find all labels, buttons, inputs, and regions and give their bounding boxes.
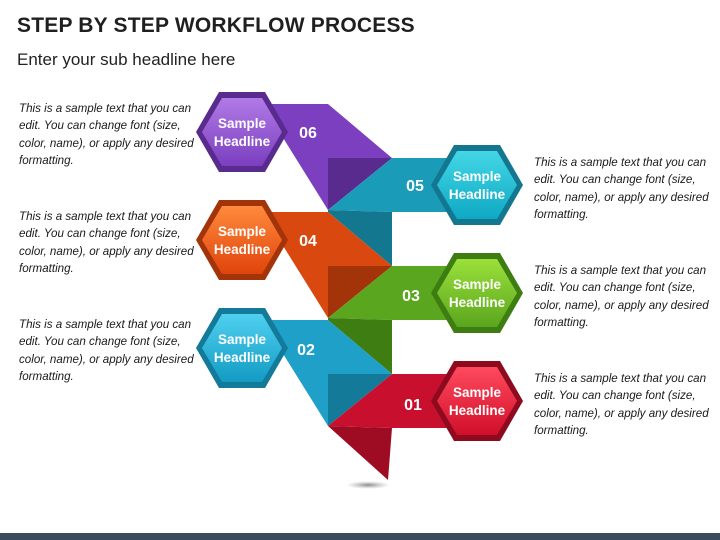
hexagon-05 (431, 145, 523, 225)
page-title: STEP BY STEP WORKFLOW PROCESS (17, 14, 415, 37)
band-03-fold (328, 318, 392, 374)
step-01-description: This is a sample text that you can edit.… (534, 372, 709, 437)
step-04-description: This is a sample text that you can edit.… (19, 210, 194, 275)
spike (328, 426, 392, 480)
band-05-fold (328, 210, 392, 266)
hexagon-06 (196, 92, 288, 172)
spike-shadow (346, 481, 390, 489)
hexagon-06-line1: Sample (218, 116, 267, 131)
hexagon-03-line1: Sample (453, 277, 502, 292)
step-number-05: 05 (406, 178, 424, 195)
hexagon-01 (431, 361, 523, 441)
band-05 (328, 158, 470, 212)
hexagon-03-line2: Headline (449, 295, 506, 310)
step-number-06: 06 (299, 125, 317, 142)
band-06 (262, 104, 392, 210)
hexagon-02 (196, 308, 288, 388)
step-number-03: 03 (402, 288, 420, 305)
band-01 (328, 374, 470, 428)
hexagon-06-line2: Headline (214, 134, 271, 149)
step-03-description: This is a sample text that you can edit.… (534, 264, 709, 329)
band-02 (262, 320, 392, 426)
hexagon-01-line1: Sample (453, 385, 502, 400)
hexagon-03 (431, 253, 523, 333)
step-02-description: This is a sample text that you can edit.… (19, 318, 194, 383)
step-06-description: This is a sample text that you can edit.… (19, 102, 194, 167)
step-05-description: This is a sample text that you can edit.… (534, 156, 709, 221)
hexagon-04-line2: Headline (214, 242, 271, 257)
page-subtitle: Enter your sub headline here (17, 50, 236, 69)
footer-bar (0, 533, 720, 540)
step-number-04: 04 (299, 233, 317, 250)
step-number-02: 02 (297, 342, 315, 359)
band-04 (262, 212, 392, 318)
hexagon-04-line1: Sample (218, 224, 267, 239)
hexagon-04 (196, 200, 288, 280)
hexagon-02-line2: Headline (214, 350, 271, 365)
hexagon-05-line2: Headline (449, 187, 506, 202)
hexagon-01-line2: Headline (449, 403, 506, 418)
band-03 (328, 266, 470, 320)
hexagon-02-line1: Sample (218, 332, 267, 347)
hexagon-05-line1: Sample (453, 169, 502, 184)
step-number-01: 01 (404, 397, 422, 414)
